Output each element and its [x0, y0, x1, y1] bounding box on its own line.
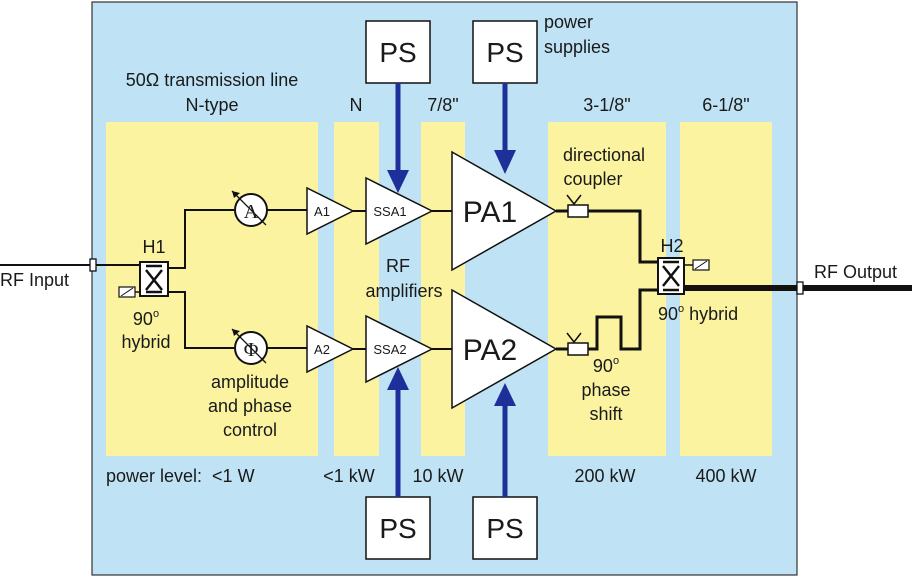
ps-label-ssa2: PS	[379, 513, 416, 544]
rf-output-label: RF Output	[814, 262, 897, 282]
directional-coupler-label-line2: coupler	[563, 169, 622, 189]
h1-label: H1	[142, 237, 165, 257]
line-type-7-8: 7/8"	[427, 95, 458, 115]
power-level-6-1-8: 400 kW	[695, 466, 756, 486]
directional-coupler-1	[567, 204, 589, 218]
output-connector	[796, 281, 804, 295]
phase-shift-label-line2: phase	[581, 380, 630, 400]
h1-hybrid	[139, 261, 169, 297]
power-level-lead: power level: <1 W	[106, 466, 255, 486]
ssa1-amplifier	[365, 176, 434, 246]
amplitude-adjust-arrow	[231, 190, 267, 226]
phase-adjust-arrowhead	[232, 329, 240, 336]
a2-label: A2	[314, 342, 330, 357]
phase-shift-label-line1: 90o	[593, 355, 619, 376]
ps-label-ssa1: PS	[379, 37, 416, 68]
ps-box-pa1	[472, 20, 538, 84]
upper-coax-to-h2	[588, 209, 658, 264]
ssa1-label: SSA1	[373, 204, 406, 219]
amplitude-symbol: A	[244, 201, 259, 223]
line-type-n: N	[350, 95, 363, 115]
transmission-line-subtitle: N-type	[185, 95, 238, 115]
h1-load-resistor-mark	[120, 287, 134, 297]
power-level-3-1-8: 200 kW	[574, 466, 635, 486]
directional-coupler-2	[567, 342, 589, 356]
ps-box-ssa1	[365, 20, 431, 84]
coupler-2-probe-icon	[566, 332, 582, 344]
phase-adjust-arrow	[231, 328, 267, 364]
power-level-n: <1 kW	[323, 466, 375, 486]
power-supplies-label-line2: supplies	[544, 37, 610, 57]
phase-shift-label-line3: shift	[589, 404, 622, 424]
pa2-label: PA2	[463, 334, 517, 367]
a1-amplifier	[306, 186, 355, 236]
rf-input-label: RF Input	[0, 270, 69, 290]
h2-load-resistor-mark	[694, 260, 708, 270]
phase-symbol: Φ	[244, 339, 259, 361]
lower-coax-phase-loop	[588, 288, 658, 351]
transmission-line-title: 50Ω transmission line	[126, 70, 299, 90]
ps-arrowhead-pa2	[494, 383, 516, 406]
ssa2-label: SSA2	[373, 342, 406, 357]
a2-amplifier	[306, 324, 355, 374]
upper-path-h1-to-a	[168, 209, 234, 269]
line-type-6-1-8: 6-1/8"	[702, 95, 749, 115]
ps-arrowhead-ssa1	[387, 170, 409, 193]
ps-label-pa2: PS	[486, 513, 523, 544]
a1-label: A1	[314, 204, 330, 219]
control-label-line1: amplitude	[211, 372, 289, 392]
h2-hybrid	[657, 257, 685, 295]
rf-amplifiers-label-line1: RF	[386, 256, 410, 276]
input-connector	[89, 258, 97, 272]
power-level-7-8: 10 kW	[412, 466, 463, 486]
h1-hybrid-label: hybrid	[121, 332, 170, 352]
directional-coupler-label-line1: directional	[563, 145, 645, 165]
amplitude-adjust-arrowhead	[232, 191, 240, 198]
rf-amplifiers-label-line2: amplifiers	[365, 281, 442, 301]
ssa2-amplifier	[365, 314, 434, 384]
ps-arrowhead-ssa2	[387, 367, 409, 390]
h1-90-label: 90o	[133, 308, 159, 329]
pa2-amplifier	[451, 288, 558, 410]
power-supplies-label-line1: power	[544, 12, 593, 32]
lower-path-h1-to-phi	[168, 291, 234, 349]
ps-box-pa2	[472, 496, 538, 560]
ps-arrowhead-pa1	[494, 150, 516, 174]
control-label-line2: and phase	[208, 396, 292, 416]
h2-label: H2	[660, 236, 683, 256]
ps-label-pa1: PS	[486, 37, 523, 68]
zone-n-line	[334, 122, 379, 456]
pa1-label: PA1	[463, 196, 517, 229]
pa1-amplifier	[451, 150, 558, 272]
h2-hybrid-label: 90o hybrid	[658, 303, 738, 324]
line-type-3-1-8: 3-1/8"	[583, 95, 630, 115]
control-label-line3: control	[223, 420, 277, 440]
